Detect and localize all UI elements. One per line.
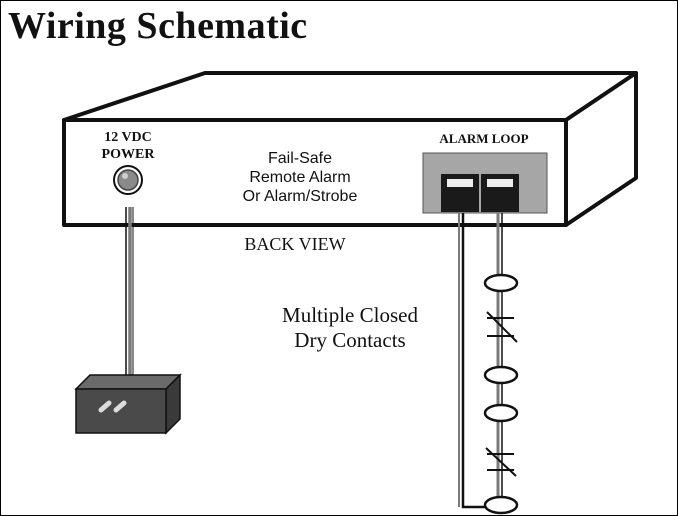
page-title: Wiring Schematic [8,5,308,47]
alarm-loop-label: ALARM LOOP [439,131,528,146]
alarm-text-line2: Remote Alarm [249,169,350,186]
adapter-prongs [98,400,127,413]
power-label-line2: POWER [102,147,156,162]
alarm-text-line3: Or Alarm/Strobe [243,188,358,205]
device-top-face [62,71,638,122]
contact-node-1 [483,273,519,293]
contacts-label-line1: Multiple Closed [282,303,418,327]
contact-switch-icon-1 [486,311,518,343]
terminal-screw-icon-right [481,174,519,212]
terminal-screw-icon-left [441,174,479,212]
alarm-text-line1: Fail-Safe [268,150,332,167]
power-cable [125,207,134,378]
contacts-label-line2: Dry Contacts [294,328,405,352]
alarm-loop-wire [458,213,503,509]
contact-node-2 [483,365,519,385]
view-label: BACK VIEW [244,234,345,254]
power-jack-icon [113,165,143,195]
contact-switch-icon-2 [485,447,517,477]
contact-node-4 [483,495,519,515]
power-label-line1: 12 VDC [104,130,152,145]
contact-node-3 [483,403,519,423]
power-adapter-icon [74,373,182,435]
